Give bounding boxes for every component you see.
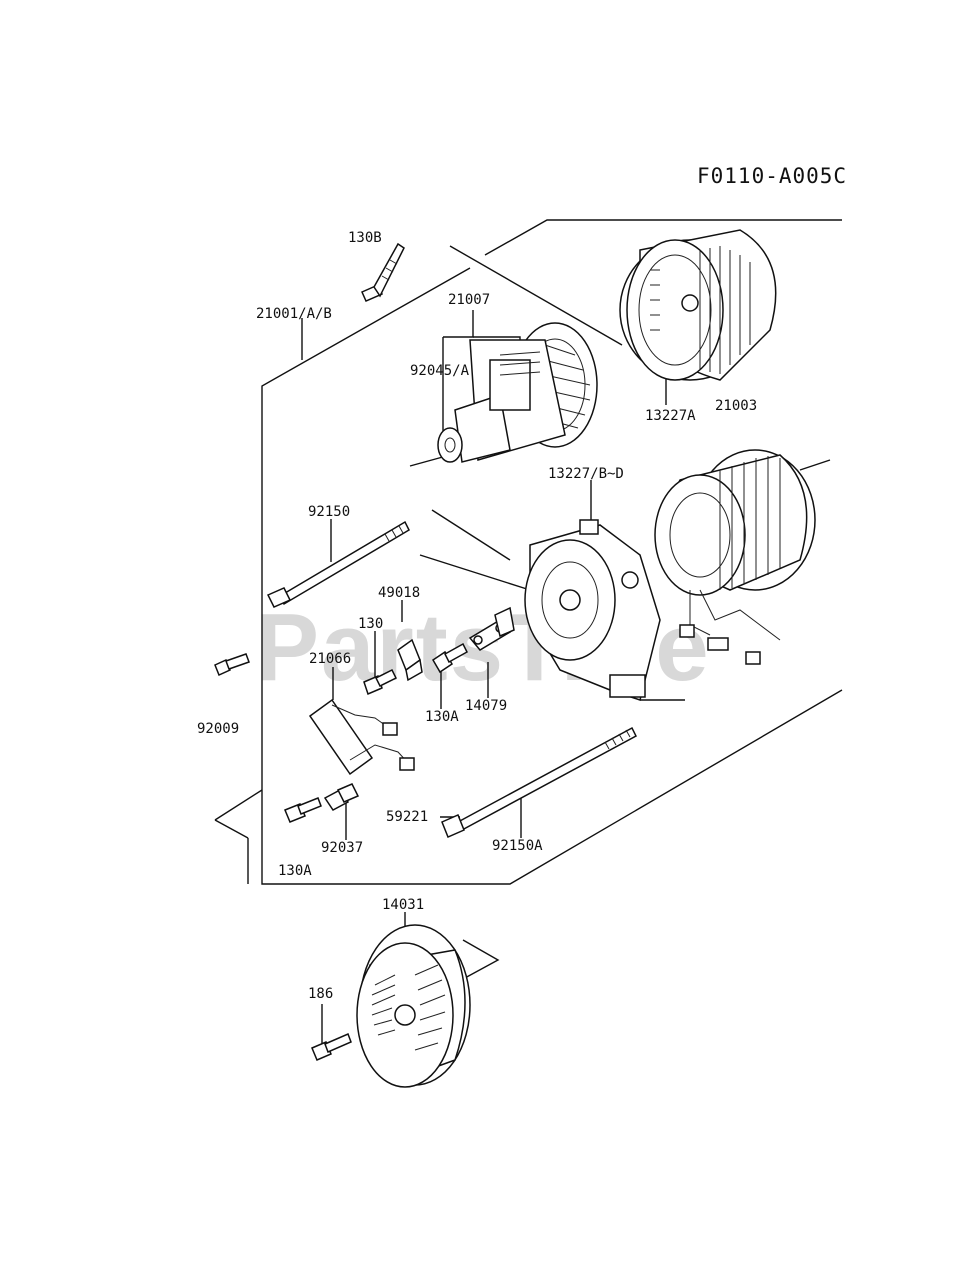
part-labels: 130B 21001/A/B 21007 92045/A 13227A 2100…	[197, 230, 757, 1002]
end-bracket	[524, 519, 661, 701]
brush-holder-49018	[397, 638, 423, 682]
label-13227a: 13227A	[645, 408, 696, 424]
bracket-14079	[468, 606, 515, 651]
label-14079: 14079	[465, 698, 507, 714]
bolt-92009	[214, 653, 250, 677]
label-21007: 21007	[448, 292, 490, 308]
label-92045: 92045/A	[410, 363, 470, 379]
label-21003: 21003	[715, 398, 757, 414]
bolt-130	[363, 668, 398, 696]
diagram-code: F0110-A005C	[697, 164, 847, 188]
label-130b: 130B	[348, 230, 382, 246]
label-14031: 14031	[382, 897, 424, 913]
label-13227b: 13227/B~D	[548, 466, 624, 482]
label-21001: 21001/A/B	[256, 306, 332, 322]
long-bolt-92150a	[441, 726, 637, 838]
bolt-130a-upper	[431, 642, 468, 674]
label-92150: 92150	[308, 504, 350, 520]
clamp-92037	[323, 783, 360, 811]
fan-cover-21003	[619, 229, 777, 381]
rotor-assembly-21007	[437, 322, 598, 463]
label-92009: 92009	[197, 721, 239, 737]
label-130a-upper: 130A	[425, 709, 459, 725]
assembly-outline-lines	[214, 219, 843, 986]
bolt-130b	[361, 242, 405, 302]
label-130: 130	[358, 616, 383, 632]
label-49018: 49018	[378, 585, 420, 601]
bolt-186	[311, 1032, 352, 1061]
regulator-21066	[308, 698, 415, 776]
bolt-130a-lower	[284, 797, 322, 823]
long-bolt-92150	[266, 520, 410, 608]
label-92150a: 92150A	[492, 838, 543, 854]
rear-cover-14031	[356, 924, 471, 1088]
stator-13227	[654, 449, 816, 665]
label-130a-lower: 130A	[278, 863, 312, 879]
label-92037: 92037	[321, 840, 363, 856]
label-186: 186	[308, 986, 333, 1002]
label-59221: 59221	[386, 809, 428, 825]
label-21066: 21066	[309, 651, 351, 667]
